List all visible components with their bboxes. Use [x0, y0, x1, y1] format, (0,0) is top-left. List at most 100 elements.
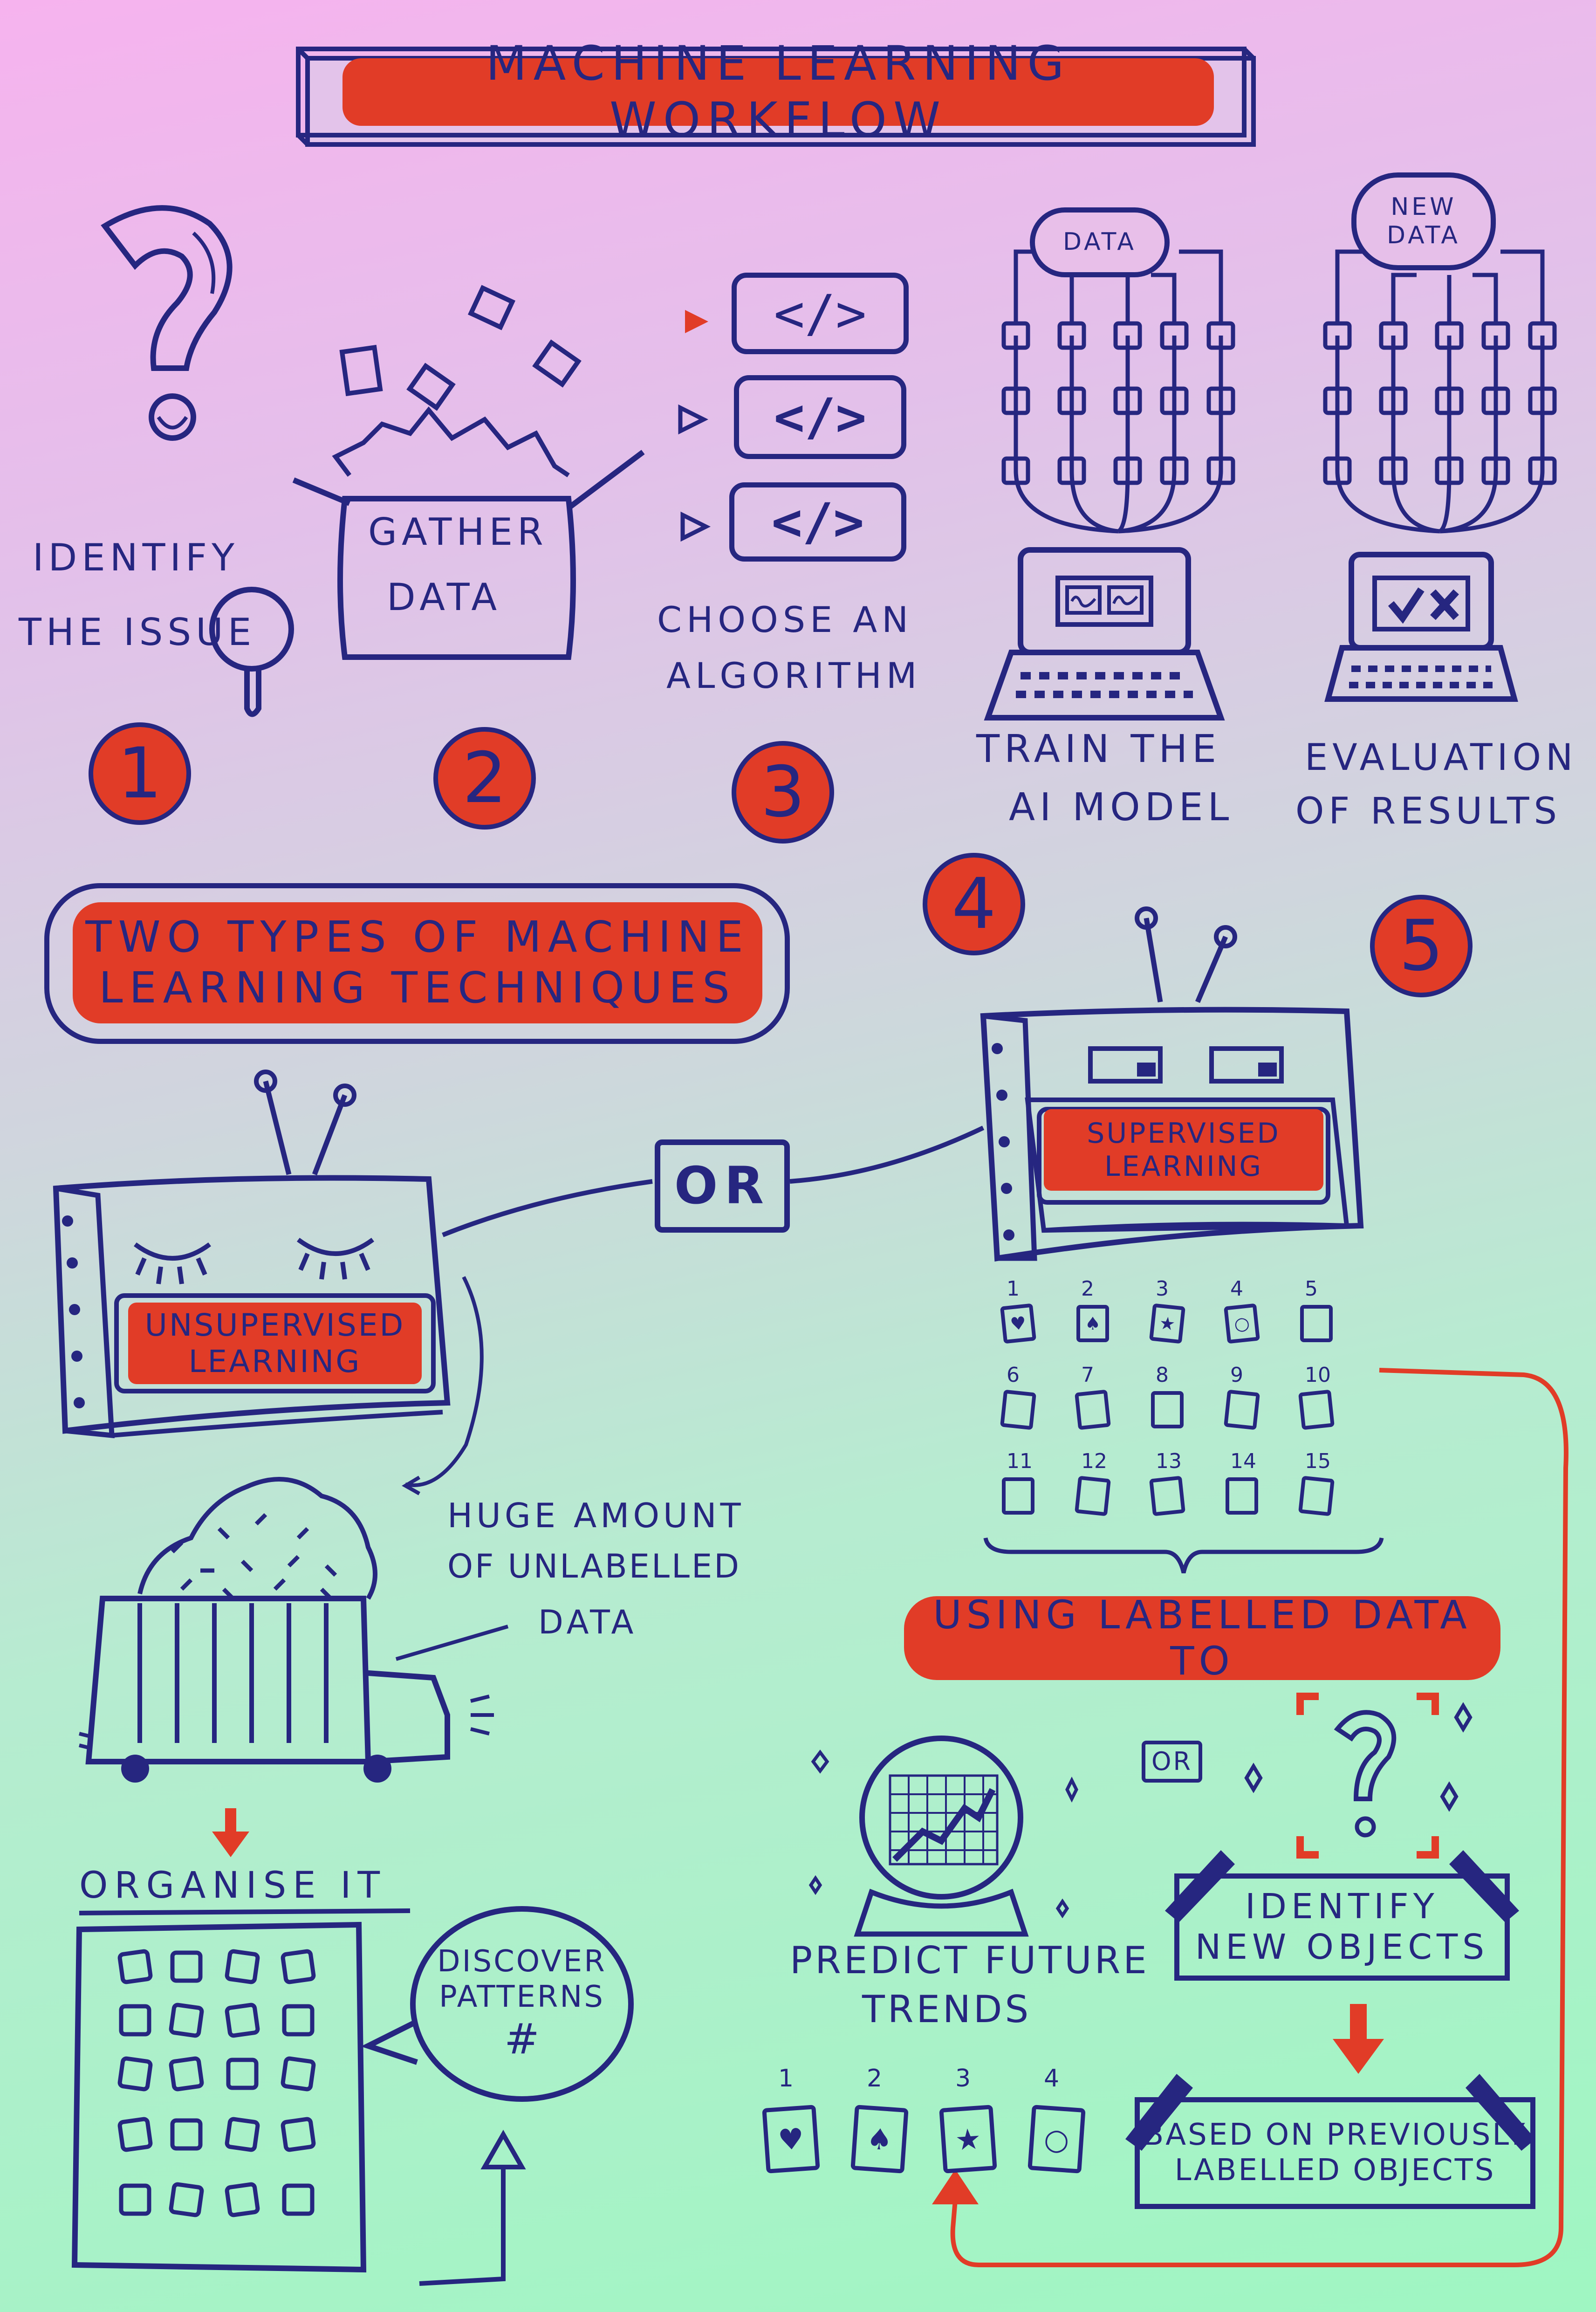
card-box: ♠: [1076, 1305, 1109, 1342]
step-5-label-line2: OF RESULTS: [1295, 790, 1562, 832]
card-number: 8: [1156, 1363, 1169, 1387]
organised-grid-icon: [71, 1921, 367, 2273]
network-node: [1113, 321, 1142, 350]
laptop-icon: [984, 547, 1225, 720]
small-or-label: OR: [1151, 1747, 1193, 1777]
arrow-down-icon: [212, 1808, 249, 1857]
or-label: OR: [674, 1156, 771, 1216]
based-line1: BASED ON PREVIOUSLY: [1143, 2118, 1527, 2153]
network-node: [1001, 321, 1030, 350]
labelled-card: 2♠: [1076, 1277, 1123, 1356]
card-number: 4: [1230, 1277, 1243, 1301]
card-box: ★: [939, 2105, 997, 2174]
organised-item: [117, 1949, 153, 1984]
predict-line2: TRENDS: [862, 1988, 1032, 2031]
neural-network-diagram: [1001, 249, 1235, 534]
cloud-icon: NEW DATA: [1351, 172, 1496, 270]
step-5-label-line1: EVALUATION: [1305, 737, 1578, 779]
labelled-card: 8: [1151, 1363, 1198, 1442]
card-box: [1226, 1477, 1258, 1515]
selector-triangle-icon: [680, 511, 711, 542]
card-number: 9: [1230, 1363, 1243, 1387]
organised-item: [117, 2117, 153, 2152]
card-number: 10: [1305, 1363, 1331, 1387]
brace-icon: [983, 1537, 1384, 1574]
code-icon: </>: [774, 283, 867, 343]
selector-triangle-icon: [678, 404, 709, 435]
organised-item: [169, 2056, 204, 2092]
organised-item: [225, 2003, 260, 2038]
network-node: [1481, 386, 1510, 415]
organised-item: [169, 2182, 204, 2217]
huge-amount-line2: OF UNLABELLED: [447, 1547, 741, 1585]
card-box: ♥: [762, 2105, 820, 2174]
code-option-2: </>: [734, 375, 906, 459]
labelled-card: 12: [1075, 1449, 1123, 1529]
using-labelled-heading-text: USING LABELLED DATA TO: [933, 1592, 1472, 1684]
identify-line2: NEW OBJECTS: [1195, 1927, 1489, 1967]
labelled-card: 7: [1075, 1363, 1123, 1442]
labelled-card: 3★: [1149, 1277, 1198, 1356]
code-icon: </>: [774, 387, 867, 447]
organised-item: [170, 1950, 203, 1983]
bottom-cards: 1♥2♠3★4○: [762, 2065, 1118, 2186]
network-node: [1481, 456, 1510, 485]
labelled-card: 15: [1298, 1449, 1347, 1529]
speech-bubble-tail: [361, 2020, 418, 2065]
network-node: [1435, 456, 1464, 485]
papers-icon: [339, 285, 582, 411]
tape-icon: [1165, 1850, 1519, 1922]
network-node: [1001, 456, 1030, 485]
supervised-label-line1: SUPERVISED: [1087, 1117, 1281, 1150]
selector-triangle-active-icon: [685, 310, 708, 333]
card-number: 1: [1007, 1277, 1020, 1301]
network-node: [1323, 456, 1352, 485]
card-box: [1002, 1477, 1034, 1515]
supervised-label-line2: LEARNING: [1104, 1150, 1263, 1183]
predict-line1: PREDICT FUTURE: [790, 1939, 1150, 1982]
organised-item: [281, 2117, 316, 2152]
identify-line1: IDENTIFY: [1245, 1886, 1439, 1927]
card-number: 1: [778, 2065, 794, 2092]
network-node: [1206, 321, 1235, 350]
organise-underline: [79, 1908, 411, 1915]
organise-label: ORGANISE IT: [79, 1865, 386, 1907]
card-number: 2: [867, 2065, 883, 2092]
arrow-down-icon: [1333, 2004, 1384, 2074]
cloud-new-label-line1: NEW: [1391, 192, 1457, 221]
organised-item: [119, 2004, 151, 2037]
network-node: [1379, 386, 1408, 415]
network-node: [1528, 386, 1557, 415]
labelled-card: 1♥: [762, 2065, 834, 2186]
network-node: [1057, 386, 1086, 415]
pattern-hash-icon: #: [504, 2015, 540, 2064]
labelled-card: 6: [1000, 1363, 1048, 1442]
network-node: [1160, 456, 1189, 485]
based-on-banner: BASED ON PREVIOUSLY LABELLED OBJECTS: [1135, 2097, 1535, 2209]
network-edges: [1335, 249, 1545, 534]
organised-item: [117, 2056, 153, 2092]
step-3-label-line2: ALGORITHM: [666, 655, 922, 696]
organised-item: [225, 2117, 260, 2152]
labelled-card: 4○: [1224, 1277, 1272, 1356]
card-box: [1300, 1305, 1333, 1342]
network-node: [1113, 386, 1142, 415]
network-node: [1379, 321, 1408, 350]
organised-item: [282, 2183, 315, 2216]
card-box: ○: [1027, 2105, 1086, 2174]
page-title: MACHINE LEARNING WORKFLOW: [486, 36, 1071, 148]
card-number: 15: [1305, 1449, 1331, 1473]
techniques-heading-line2: LEARNING TECHNIQUES: [99, 963, 736, 1013]
labelled-card: 11: [1002, 1449, 1048, 1529]
step-2-label-line2: DATA: [387, 576, 502, 619]
code-icon: </>: [771, 492, 864, 552]
unknown-object-icon: [1244, 1693, 1473, 1859]
code-option-3: </>: [729, 482, 906, 562]
network-node: [1379, 456, 1408, 485]
step-3-number: 3: [732, 741, 834, 844]
unsupervised-label-line2: LEARNING: [188, 1343, 362, 1379]
card-box: [1151, 1391, 1184, 1428]
card-number: 5: [1305, 1277, 1318, 1301]
network-node: [1528, 321, 1557, 350]
